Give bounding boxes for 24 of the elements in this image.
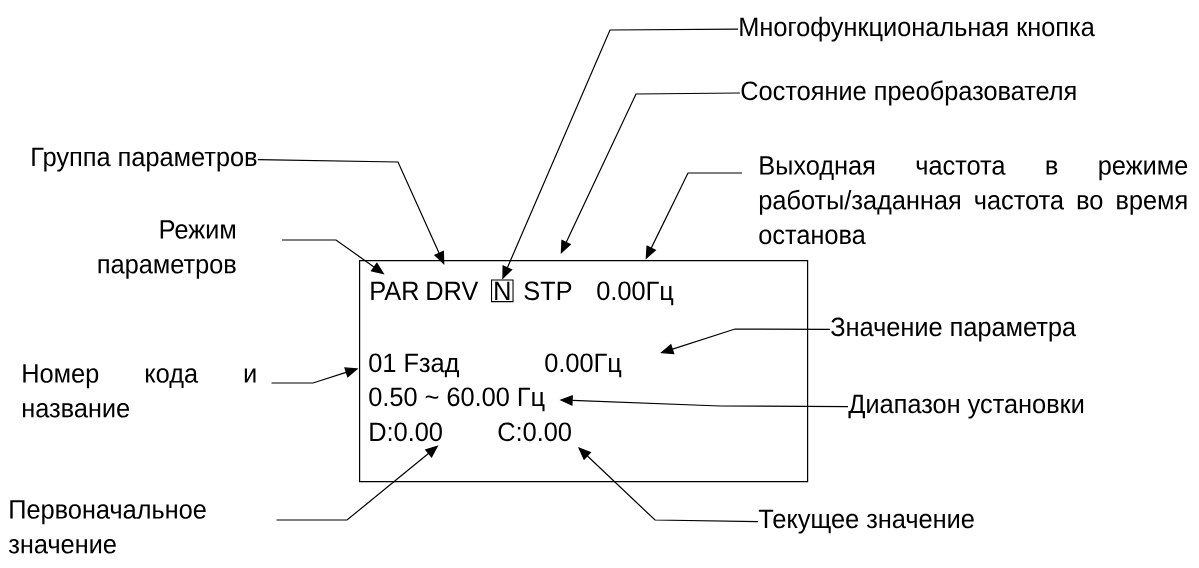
callout-text: Диапазон установки [848,394,1084,419]
callout-text: Многофункциональная кнопка [740,16,1095,42]
display-text: 01 Fзад [369,353,459,378]
callout-text: Режим параметров [98,220,236,279]
display-text: 0.00Гц [597,281,674,306]
display-text: DRV [427,281,479,300]
callout-text: Значение параметра [831,317,1077,342]
callout-text: Номер кода и название [23,364,256,418]
indicator-box: N [491,279,514,303]
display-text: C:0.00 [498,422,571,442]
display-text: PAR [371,281,419,300]
leader-arrow [560,92,741,254]
leader-arrow [578,447,759,523]
callout-text: Первоначальное значение [8,500,206,554]
leader-arrow [257,159,445,265]
callout-text: Состояние преобразователя [741,80,1076,106]
callout-text: Выходная частота в режиме работы/заданная частота во время останова [759,156,1188,245]
display-text: 0.00Гц [545,353,622,378]
display-screen [359,260,809,483]
display-text: 0.50 ~ 60.00 Гц [369,387,545,412]
display-text: STP [524,281,572,301]
callout-text: Текущее значение [758,509,974,534]
display-text: D:0.00 [370,422,442,442]
callout-text: Группа параметров [32,147,257,172]
